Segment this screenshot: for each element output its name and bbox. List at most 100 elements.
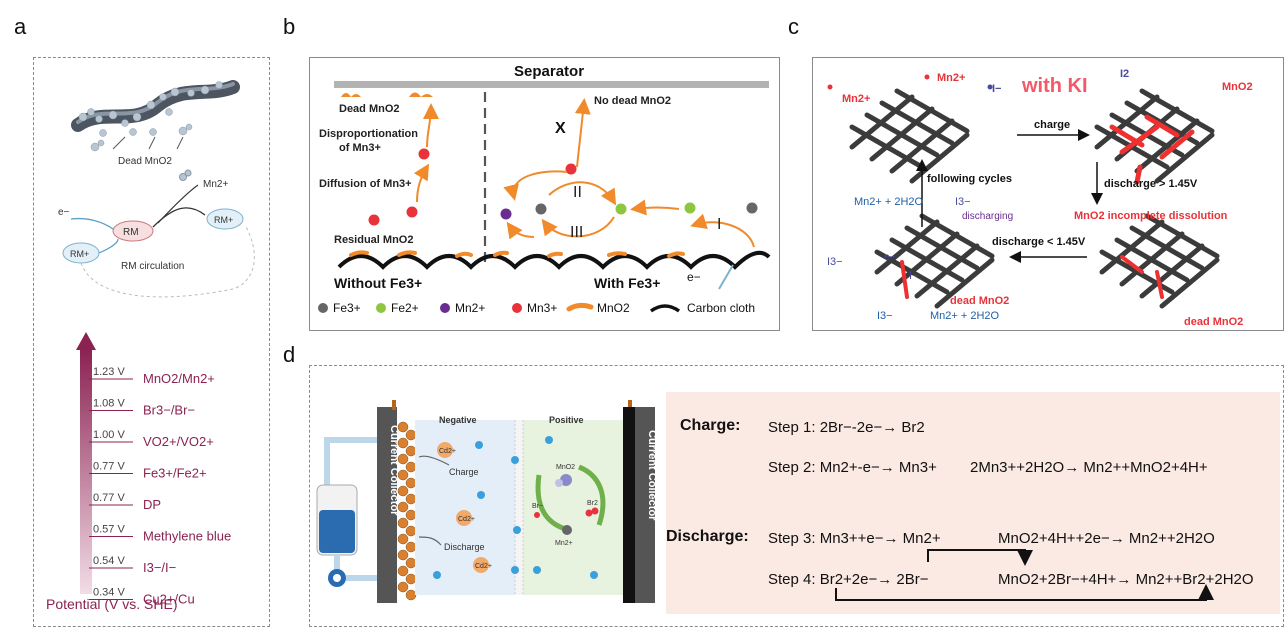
svg-text:discharge > 1.45V: discharge > 1.45V bbox=[1104, 178, 1198, 190]
svg-text:MnO2: MnO2 bbox=[556, 464, 575, 471]
step4b: MnO2+2Br−+4H+→ Mn2++Br2+2H2O bbox=[998, 571, 1254, 588]
electrode-ball bbox=[397, 533, 409, 545]
svg-text:Mn2+: Mn2+ bbox=[937, 72, 965, 84]
cc-right-label: Current Collector bbox=[646, 430, 658, 521]
svg-text:Diffusion of Mn3+: Diffusion of Mn3+ bbox=[319, 178, 412, 190]
discharge-label: Discharge: bbox=[666, 528, 749, 545]
potential-value: 1.08 V bbox=[93, 398, 125, 410]
svg-text:I3−: I3− bbox=[955, 196, 971, 208]
panel-label-b: b bbox=[283, 14, 296, 39]
rm-circulation-label: RM circulation bbox=[121, 261, 184, 272]
step1: Step 1: 2Br−-2e−→ Br2 bbox=[768, 419, 925, 436]
svg-text:RM+: RM+ bbox=[214, 215, 233, 225]
svg-text:Fe2+: Fe2+ bbox=[391, 301, 419, 315]
potential-value: 0.77 V bbox=[93, 492, 125, 504]
svg-text:Fe3+: Fe3+ bbox=[333, 301, 361, 315]
cc-left-label: Current Collector bbox=[388, 425, 400, 516]
mn2-label-a: Mn2+ bbox=[203, 179, 228, 190]
panel-b-diagram: Separator Dead MnO2 Disproportionation o… bbox=[318, 63, 771, 315]
electrode-ball bbox=[397, 421, 409, 433]
electrode-ball bbox=[405, 573, 417, 585]
svg-text:III: III bbox=[570, 224, 583, 241]
svg-text:Negative: Negative bbox=[439, 415, 477, 425]
mno2-particles bbox=[78, 81, 223, 152]
svg-text:Discharge: Discharge bbox=[444, 542, 485, 552]
electrode-ball bbox=[405, 509, 417, 521]
svg-text:of Mn3+: of Mn3+ bbox=[339, 142, 381, 154]
charge-label: Charge: bbox=[680, 417, 741, 434]
svg-text:I−: I− bbox=[909, 270, 918, 282]
electrode-ball bbox=[405, 589, 417, 601]
svg-text:e−: e− bbox=[687, 270, 701, 284]
electrode-ball bbox=[397, 517, 409, 529]
svg-text:Residual MnO2: Residual MnO2 bbox=[334, 234, 413, 246]
svg-text:Positive: Positive bbox=[549, 415, 584, 425]
electrode-ball bbox=[397, 453, 409, 465]
svg-text:following cycles: following cycles bbox=[927, 173, 1012, 185]
equation-links bbox=[835, 549, 1214, 601]
panel-label-c: c bbox=[788, 14, 799, 39]
carbon-cloth-wave bbox=[337, 250, 771, 270]
svg-text:discharging: discharging bbox=[962, 211, 1013, 222]
svg-text:dead MnO2: dead MnO2 bbox=[950, 295, 1009, 307]
electrode-ball bbox=[405, 557, 417, 569]
svg-text:dead MnO2: dead MnO2 bbox=[1184, 316, 1243, 328]
eminus-label-a: e− bbox=[58, 207, 70, 218]
electrode-ball bbox=[397, 485, 409, 497]
electrode-ball bbox=[405, 493, 417, 505]
panel-label-a: a bbox=[14, 14, 27, 39]
svg-text:Charge: Charge bbox=[449, 467, 479, 477]
step4a: Step 4: Br2+2e−→ 2Br− bbox=[768, 571, 929, 588]
svg-text:Mn2+ + 2H2O: Mn2+ + 2H2O bbox=[854, 196, 924, 208]
potential-value: 1.00 V bbox=[93, 429, 125, 441]
electrode-ball bbox=[405, 429, 417, 441]
step2a: Step 2: Mn2+-e−→ Mn3+ bbox=[768, 459, 937, 476]
separator-bar bbox=[334, 81, 769, 88]
panel-a-diagram: Dead MnO2 Mn2+ e− RM RM+ RM+ RM circulat… bbox=[46, 80, 255, 612]
electrode-ball bbox=[405, 477, 417, 489]
equation-panel bbox=[666, 392, 1280, 614]
svg-text:Cd2+: Cd2+ bbox=[475, 563, 492, 570]
svg-text:Mn3+: Mn3+ bbox=[527, 301, 557, 315]
svg-text:MnO2 incomplete dissolution: MnO2 incomplete dissolution bbox=[1074, 210, 1228, 222]
svg-text:Br2: Br2 bbox=[587, 500, 598, 507]
svg-text:discharge < 1.45V: discharge < 1.45V bbox=[992, 236, 1086, 248]
potential-value: 0.34 V bbox=[93, 587, 125, 599]
potential-couple: Cu2+/Cu bbox=[143, 592, 195, 607]
step2b: 2Mn3++2H2O→ Mn2++MnO2+4H+ bbox=[970, 459, 1208, 476]
electrode-ball bbox=[397, 501, 409, 513]
svg-text:I−: I− bbox=[992, 83, 1001, 95]
svg-text:With Fe3+: With Fe3+ bbox=[594, 275, 660, 291]
panel-a-frame bbox=[33, 57, 270, 627]
electrode-ball bbox=[405, 541, 417, 553]
svg-text:RM: RM bbox=[123, 227, 139, 238]
separator-label: Separator bbox=[514, 63, 584, 80]
panel-d-frame bbox=[309, 365, 1284, 627]
svg-text:Carbon cloth: Carbon cloth bbox=[687, 301, 755, 315]
svg-text:charge: charge bbox=[1034, 119, 1070, 131]
potential-value: 0.57 V bbox=[93, 524, 125, 536]
svg-text:e−: e− bbox=[884, 252, 896, 263]
svg-text:Mn2+: Mn2+ bbox=[555, 540, 573, 547]
potential-couple: Br3−/Br− bbox=[143, 403, 195, 418]
panel-b-frame bbox=[309, 57, 780, 331]
potential-couple: I3−/I− bbox=[143, 560, 176, 575]
svg-text:Mn2+: Mn2+ bbox=[455, 301, 485, 315]
potential-value: 0.54 V bbox=[93, 555, 125, 567]
potential-couple: Fe3+/Fe2+ bbox=[143, 466, 207, 481]
svg-text:RM+: RM+ bbox=[70, 249, 89, 259]
step3b: MnO2+4H++2e−→ Mn2++2H2O bbox=[998, 530, 1215, 547]
potential-arrow bbox=[80, 349, 92, 594]
step3a: Step 3: Mn3++e−→ Mn2+ bbox=[768, 530, 941, 547]
svg-text:MnO2: MnO2 bbox=[597, 301, 630, 315]
potential-couple: DP bbox=[143, 497, 161, 512]
with-ki-title: with KI bbox=[1021, 75, 1088, 97]
svg-text:I3−: I3− bbox=[877, 310, 893, 322]
svg-text:I3−: I3− bbox=[827, 256, 843, 268]
panel-label-d: d bbox=[283, 342, 296, 367]
svg-text:Cd2+: Cd2+ bbox=[458, 516, 475, 523]
svg-text:X: X bbox=[555, 120, 566, 137]
svg-text:Br−: Br− bbox=[532, 503, 543, 510]
electrode-ball bbox=[397, 581, 409, 593]
electrode-ball bbox=[405, 461, 417, 473]
